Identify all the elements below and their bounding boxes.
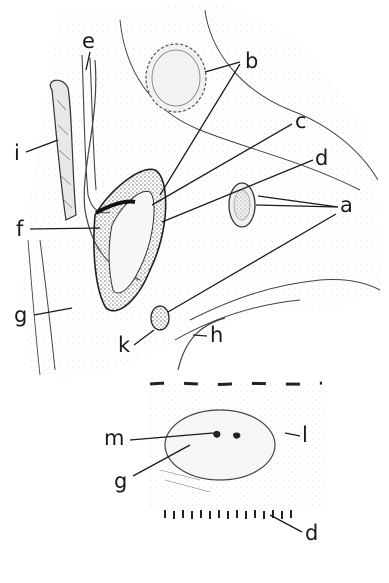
upper-section — [20, 5, 380, 380]
label-g: g — [14, 303, 27, 327]
label-m: m — [104, 426, 124, 450]
label-a: a — [340, 193, 353, 217]
vessel-b — [146, 44, 206, 112]
label-i: i — [14, 141, 20, 165]
structure-g-oval — [165, 410, 275, 480]
label-g-lower: g — [114, 469, 127, 493]
label-l: l — [302, 423, 308, 447]
label-e: e — [82, 29, 95, 53]
label-b: b — [245, 49, 258, 73]
label-f: f — [16, 217, 24, 241]
label-c: c — [295, 109, 307, 133]
structure-k — [151, 306, 169, 330]
label-d-lower: d — [305, 521, 318, 545]
label-h: h — [210, 323, 223, 347]
lower-section — [150, 382, 325, 519]
tick-row-d — [165, 510, 291, 519]
label-d: d — [315, 146, 328, 170]
label-k: k — [118, 333, 131, 357]
